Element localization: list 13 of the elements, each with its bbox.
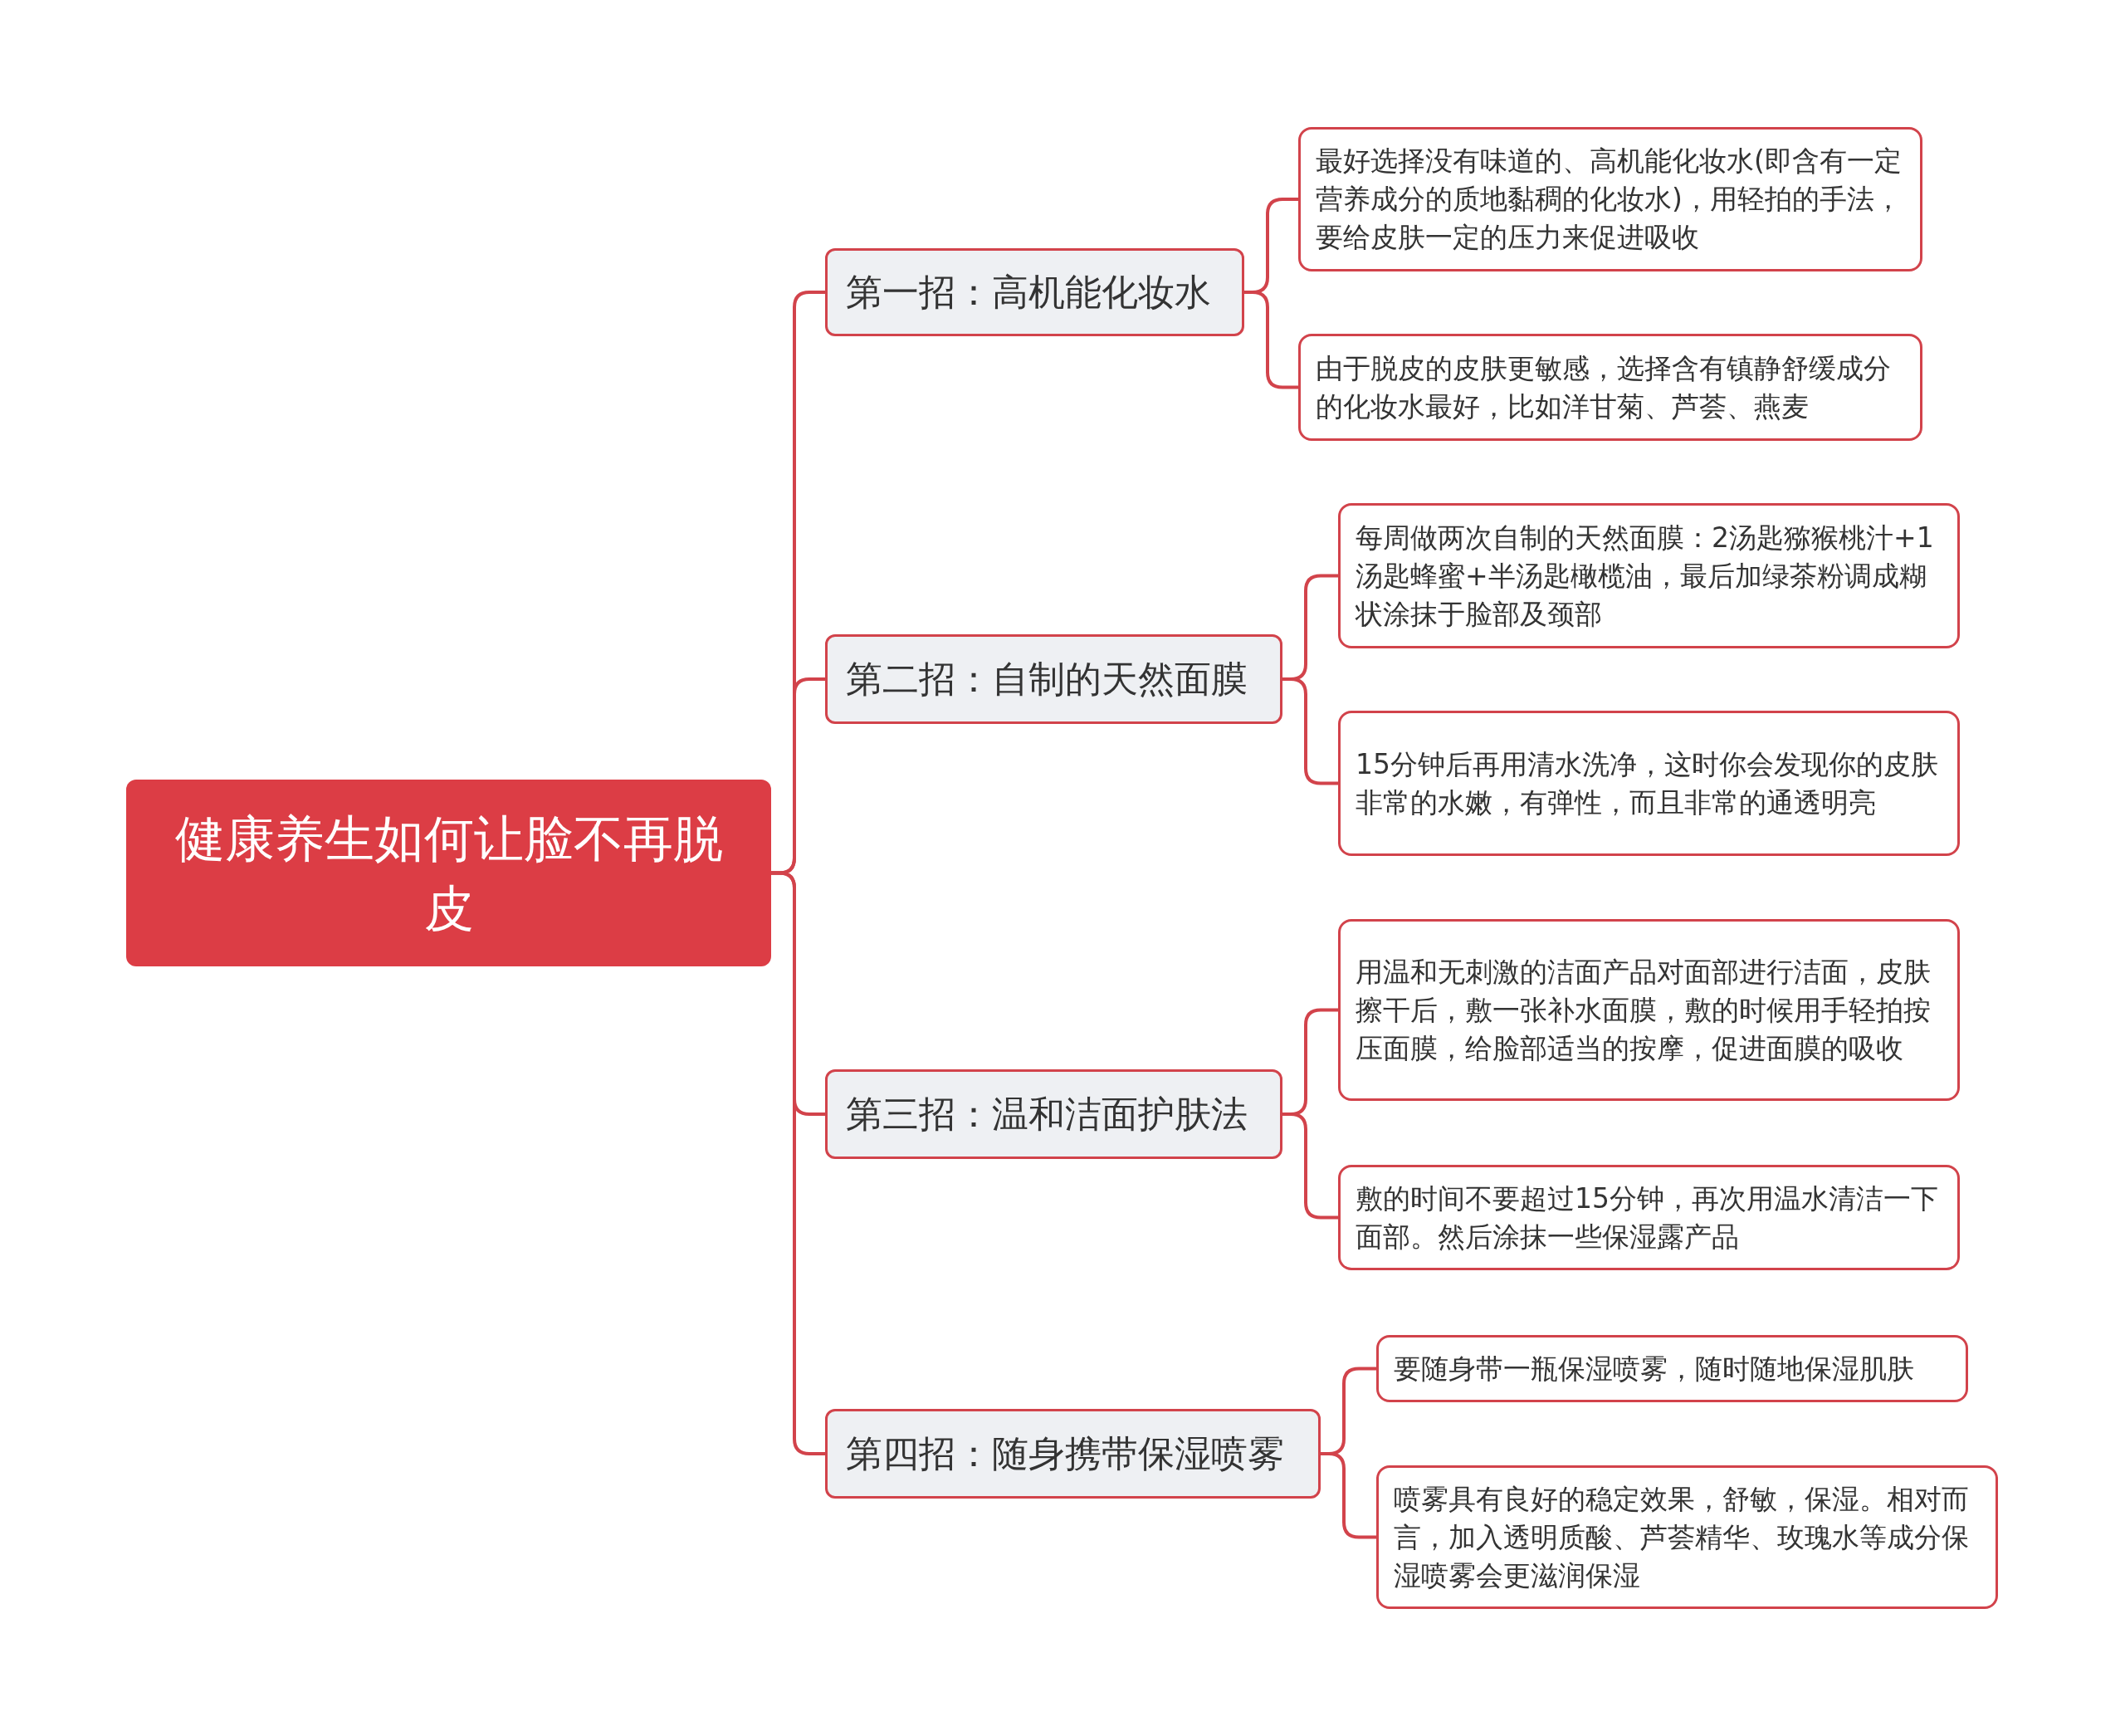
- subtopic-box: 最好选择没有味道的、高机能化妆水(即含有一定营养成分的质地黏稠的化妆水)，用轻拍的手法，要给皮肤一定的压力来促进吸收: [1298, 127, 1922, 271]
- central-topic: 健康养生如何让脸不再脱皮: [126, 780, 771, 966]
- subtopic-box: 要随身带一瓶保湿喷雾，随时随地保湿肌肤: [1376, 1335, 1968, 1402]
- subtopic-box: 每周做两次自制的天然面膜：2汤匙猕猴桃汁+1汤匙蜂蜜+半汤匙橄榄油，最后加绿茶粉调成糊状涂抹于脸部及颈部: [1338, 503, 1960, 648]
- subtopic-box: 敷的时间不要超过15分钟，再次用温水清洁一下面部。然后涂抹一些保湿露产品: [1338, 1165, 1960, 1270]
- subtopic-box: 用温和无刺激的洁面产品对面部进行洁面，皮肤擦干后，敷一张补水面膜，敷的时候用手轻拍按压面膜，给脸部适当的按摩，促进面膜的吸收: [1338, 919, 1960, 1101]
- subtopic-box: 由于脱皮的皮肤更敏感，选择含有镇静舒缓成分的化妆水最好，比如洋甘菊、芦荟、燕麦: [1298, 334, 1922, 441]
- branch-topic: 第四招：随身携带保湿喷雾: [825, 1409, 1321, 1499]
- subtopic-box: 喷雾具有良好的稳定效果，舒敏，保湿。相对而言，加入透明质酸、芦荟精华、玫瑰水等成分保湿喷雾会更滋润保湿: [1376, 1465, 1998, 1609]
- branch-topic: 第二招：自制的天然面膜: [825, 634, 1282, 724]
- subtopic-box: 15分钟后再用清水洗净，这时你会发现你的皮肤非常的水嫩，有弹性，而且非常的通透明亮: [1338, 711, 1960, 856]
- branch-topic: 第三招：温和洁面护肤法: [825, 1069, 1282, 1159]
- branch-topic: 第一招：高机能化妆水: [825, 248, 1244, 336]
